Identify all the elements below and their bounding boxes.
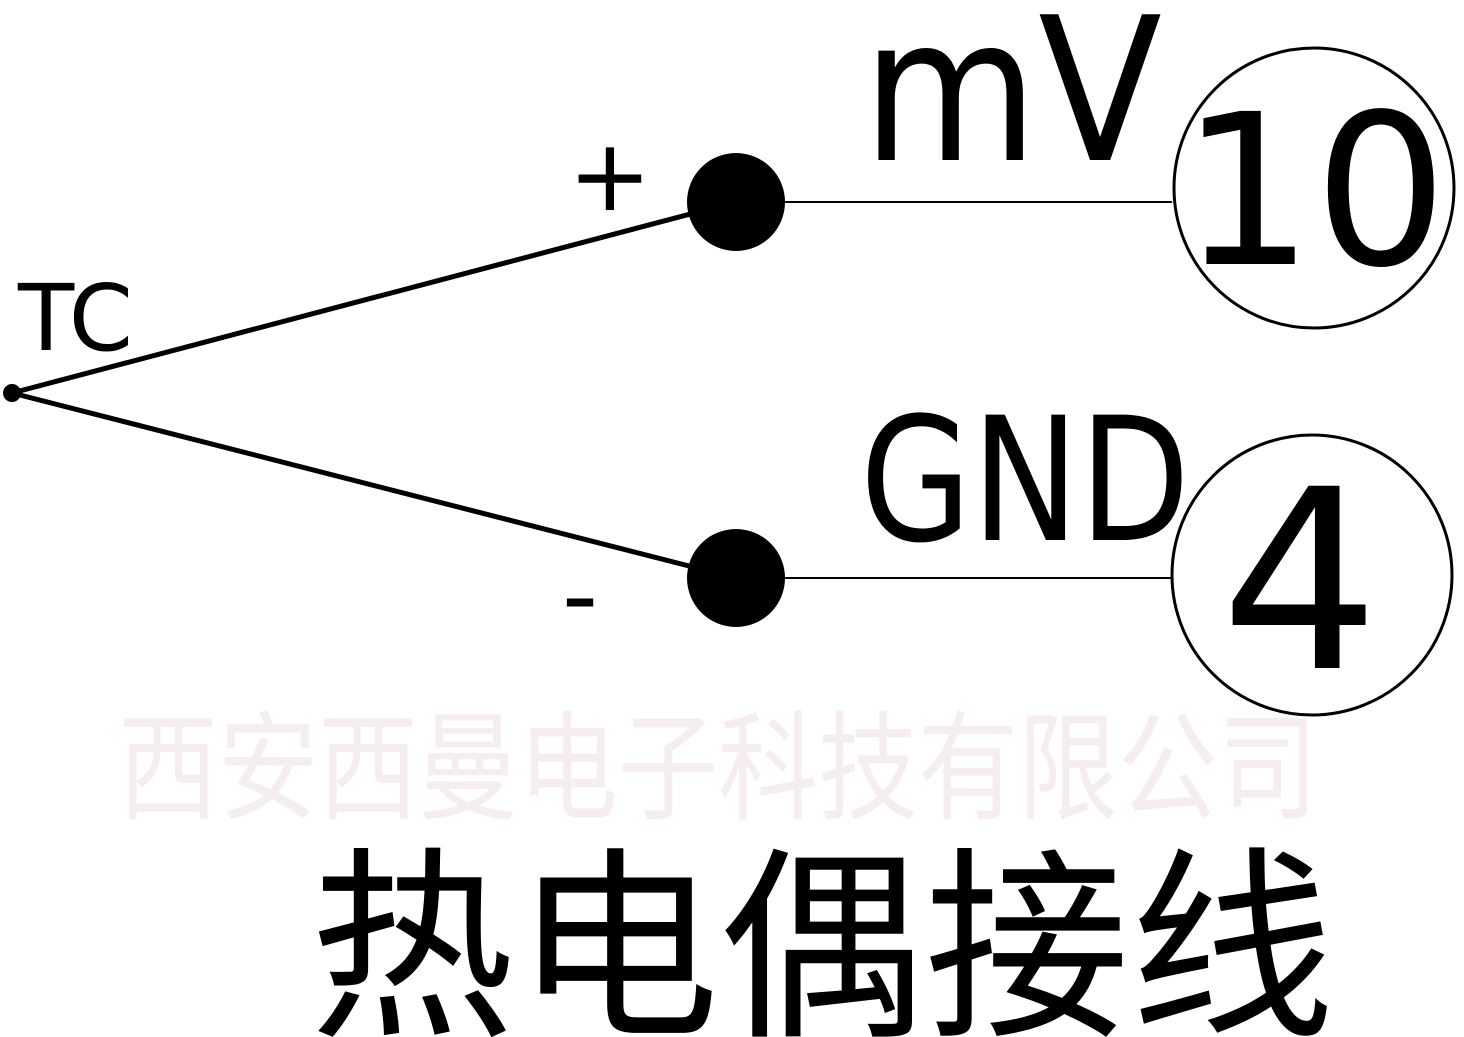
- tc-label: TC: [17, 265, 133, 372]
- terminal-10-number: 10: [1180, 69, 1447, 314]
- positive-label: +: [568, 117, 652, 234]
- gnd-label: GND: [860, 380, 1190, 581]
- watermark: 西安西曼电子科技有限公司: [118, 700, 1318, 838]
- negative-lead: [11, 390, 737, 581]
- diagram-title: 热电偶接线: [310, 831, 1335, 1037]
- negative-label: -: [562, 537, 598, 654]
- terminal-4-number: 4: [1220, 436, 1379, 727]
- terminal-10-circle: [1172, 46, 1456, 330]
- positive-lead: [11, 199, 737, 396]
- mv-label: mV: [862, 0, 1162, 208]
- terminal-4-circle: [1170, 433, 1454, 717]
